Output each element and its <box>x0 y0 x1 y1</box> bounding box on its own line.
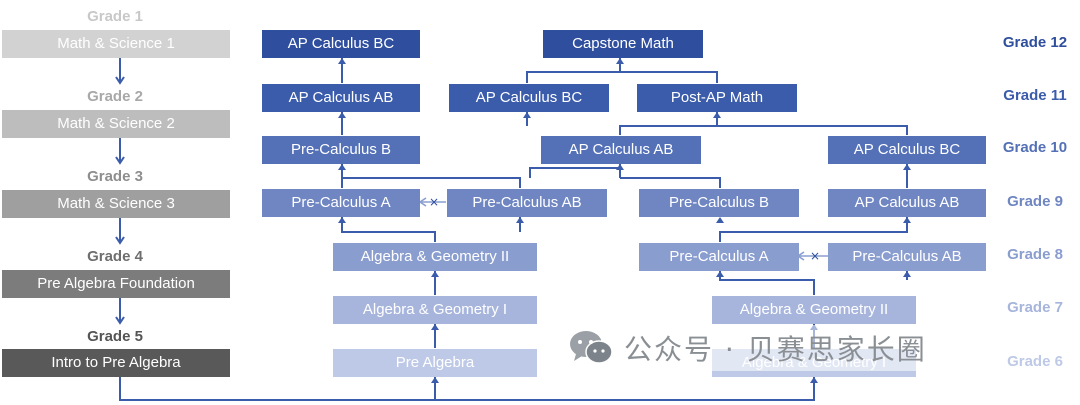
watermark-text: 公众号 · 贝赛思家长圈 <box>624 333 927 366</box>
node-pre-calculus-b-left: Pre-Calculus B <box>262 136 420 164</box>
left-course-2: Math & Science 2 <box>2 110 230 138</box>
node-ap-calculus-bc-left: AP Calculus BC <box>262 30 420 58</box>
node-algebra-geometry-2-left: Algebra & Geometry II <box>333 243 537 271</box>
grade-7-label: Grade 7 <box>1007 299 1063 316</box>
left-grade-4-label: Grade 4 <box>87 248 143 265</box>
grade-12-label: Grade 12 <box>1002 34 1068 51</box>
grade-9-label: Grade 9 <box>1007 193 1063 210</box>
grade-6-label: Grade 6 <box>1007 353 1063 370</box>
node-ap-calculus-bc-right: AP Calculus BC <box>828 136 986 164</box>
node-algebra-geometry-1-left: Algebra & Geometry I <box>333 296 537 324</box>
left-course-5: Intro to Pre Algebra <box>2 349 230 377</box>
left-course-3: Math & Science 3 <box>2 190 230 218</box>
node-pre-calculus-ab-mid: Pre-Calculus AB <box>447 189 607 217</box>
left-grade-1-label: Grade 1 <box>87 8 143 25</box>
node-ap-calculus-ab-mid: AP Calculus AB <box>541 136 701 164</box>
node-ap-calculus-ab-right: AP Calculus AB <box>828 189 986 217</box>
node-capstone-math: Capstone Math <box>543 30 703 58</box>
node-pre-calculus-a-left: Pre-Calculus A <box>262 189 420 217</box>
svg-text:×: × <box>429 195 439 209</box>
node-pre-calculus-b-right: Pre-Calculus B <box>639 189 799 217</box>
watermark: 公众号 · 贝赛思家长圈 <box>560 325 935 371</box>
node-pre-calculus-ab-right: Pre-Calculus AB <box>828 243 986 271</box>
node-ap-calculus-bc-mid: AP Calculus BC <box>449 84 609 112</box>
grade-8-label: Grade 8 <box>1007 246 1063 263</box>
left-grade-3-label: Grade 3 <box>87 168 143 185</box>
left-course-1: Math & Science 1 <box>2 30 230 58</box>
svg-text:×: × <box>810 249 820 263</box>
left-grade-5-label: Grade 5 <box>87 328 143 345</box>
left-grade-2-label: Grade 2 <box>87 88 143 105</box>
grade-10-label: Grade 10 <box>1002 139 1068 156</box>
node-algebra-geometry-2-right: Algebra & Geometry II <box>712 296 916 324</box>
wechat-icon <box>570 331 613 364</box>
node-post-ap-math: Post-AP Math <box>637 84 797 112</box>
node-pre-calculus-a-right: Pre-Calculus A <box>639 243 799 271</box>
node-ap-calculus-ab-left: AP Calculus AB <box>262 84 420 112</box>
left-course-4: Pre Algebra Foundation <box>2 270 230 298</box>
node-pre-algebra: Pre Algebra <box>333 349 537 377</box>
grade-11-label: Grade 11 <box>1003 87 1067 104</box>
